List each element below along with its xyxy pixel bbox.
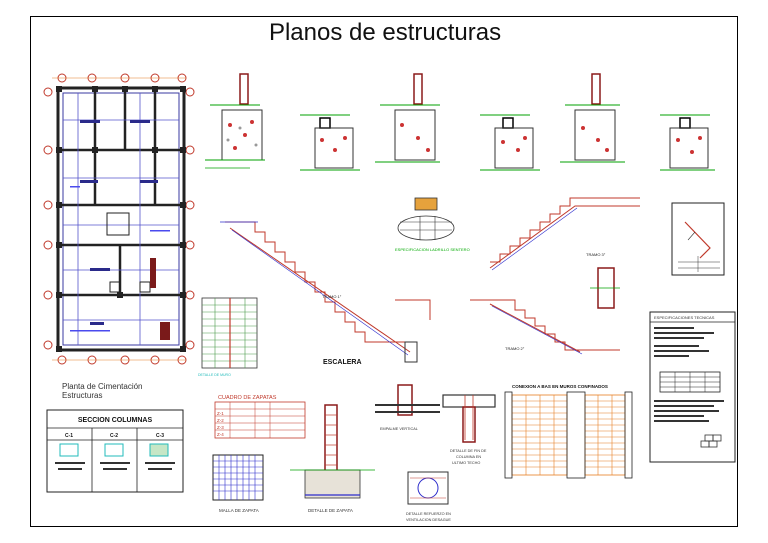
zapata-row-3: Z-3 [217,425,224,430]
seccion-columnas-title: SECCION COLUMNAS [78,417,153,424]
zapata-row-1: Z-1 [217,411,224,416]
page-title: Planos de estructuras [268,19,502,46]
empalme-label: EMPALME VERTICAL [380,427,418,431]
section-6 [660,114,715,171]
detalle-zapata [290,404,375,499]
fin-columna-label-3: ULTIMO TECHO [452,461,480,465]
section-2 [300,114,360,171]
cuadro-zapatas [214,401,306,439]
seccion-columnas [46,409,184,493]
zapata-row-2: Z-2 [217,418,224,423]
section-4 [480,114,540,171]
section-5 [560,73,625,163]
especificaciones-title: ESPECIFICACIONES TECNICAS [654,315,715,320]
refuerzo-ventilacion [407,471,449,505]
wall-detail-label: DETALLE DE MURO [198,373,231,377]
malla-zapata-label: MALLA DE ZAPATA [219,508,259,513]
malla-zapata [212,454,264,501]
stairs-tramo2 [470,299,620,355]
conexion-muros [504,391,633,479]
section-3 [375,73,440,163]
tramo3-label: TRAMO 3° [586,252,606,257]
fin-columna-label-2: COLUMNA EN [456,455,481,459]
plan-label-line2: Estructuras [62,391,102,400]
tramo1-label: TRAMO 1° [322,294,342,299]
stairs-section [220,221,431,363]
cuadro-zapatas-title: CUADRO DE ZAPATAS [218,395,277,401]
column-union-detail [590,267,620,309]
zapata-row-4: Z-4 [217,432,224,437]
fin-columna [442,394,496,443]
stairs-label: ESCALERA [323,359,362,366]
brick-spec [397,197,455,241]
tramo2-label: TRAMO 2° [505,346,525,351]
conexion-muros-label: CONEXION A BAS EN MUROS CONFINADOS [512,384,608,389]
section-1 [205,73,265,169]
stairs-tramo3 [489,197,640,271]
col-c2-label: C-2 [110,433,118,439]
foundation-plan [43,73,195,365]
col-c3-label: C-3 [156,433,164,439]
plan-label-line1: Planta de Cimentación [62,382,143,391]
fin-columna-label-1: DETALLE DE FIN DE [450,449,487,453]
refuerzo-label-2: VENTILACION DESAGUE [406,518,451,522]
especificaciones-panel [649,311,736,463]
brick-spec-label: ESPECIFICACION LADRILLO SENTERO [395,247,470,252]
foundation-sections [205,73,715,171]
hook-detail [671,202,725,276]
wall-detail [201,297,258,369]
drawing-sheet: Planos de estructuras [30,16,738,527]
detalle-zapata-label: DETALLE DE ZAPATA [308,508,353,513]
col-c1-label: C-1 [65,433,73,439]
empalme-vertical [375,384,440,416]
refuerzo-label-1: DETALLE REFUERZO EN [406,512,451,516]
